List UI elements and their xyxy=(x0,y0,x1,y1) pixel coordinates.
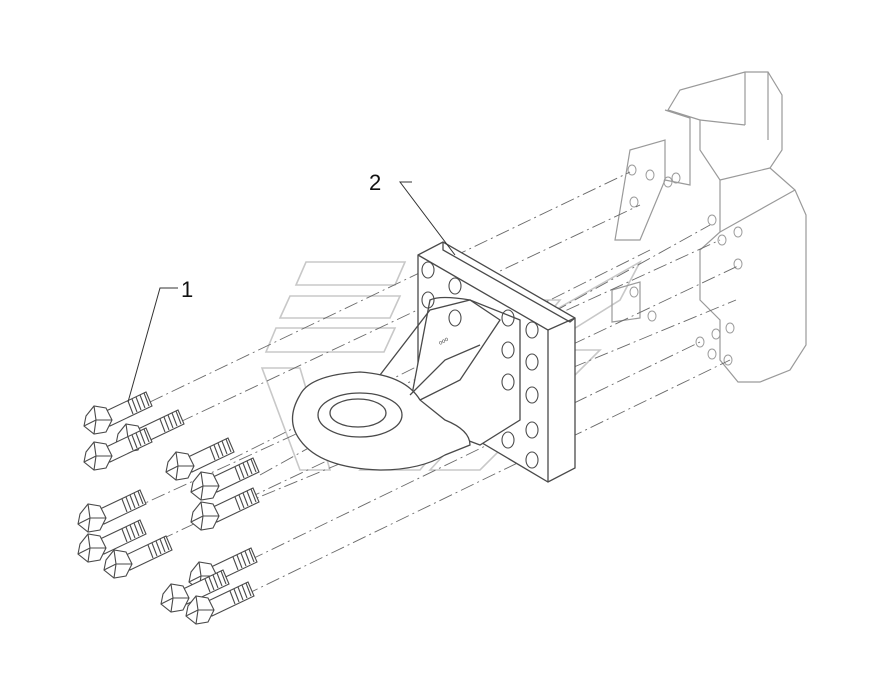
hex-bolt xyxy=(83,391,153,435)
hex-bolt xyxy=(77,489,147,533)
callout-label-1: 1 xyxy=(181,277,194,302)
frame-bolt-holes xyxy=(627,164,743,366)
towing-bracket: ooo xyxy=(291,241,576,483)
hex-bolt xyxy=(160,569,230,613)
callout-label-2: 2 xyxy=(369,170,382,195)
hex-bolt xyxy=(185,581,255,625)
hex-bolt xyxy=(165,437,235,481)
hex-bolt xyxy=(103,535,173,579)
svg-text:ooo: ooo xyxy=(438,336,450,347)
hex-bolts xyxy=(77,391,260,625)
hex-bolt xyxy=(77,519,147,563)
hex-bolt xyxy=(190,457,260,501)
hex-bolt xyxy=(190,487,260,531)
hex-bolt xyxy=(83,427,153,471)
vehicle-frame-ghost xyxy=(611,71,807,383)
leader-lines xyxy=(127,181,456,403)
bracket-bolt-holes xyxy=(421,261,539,469)
